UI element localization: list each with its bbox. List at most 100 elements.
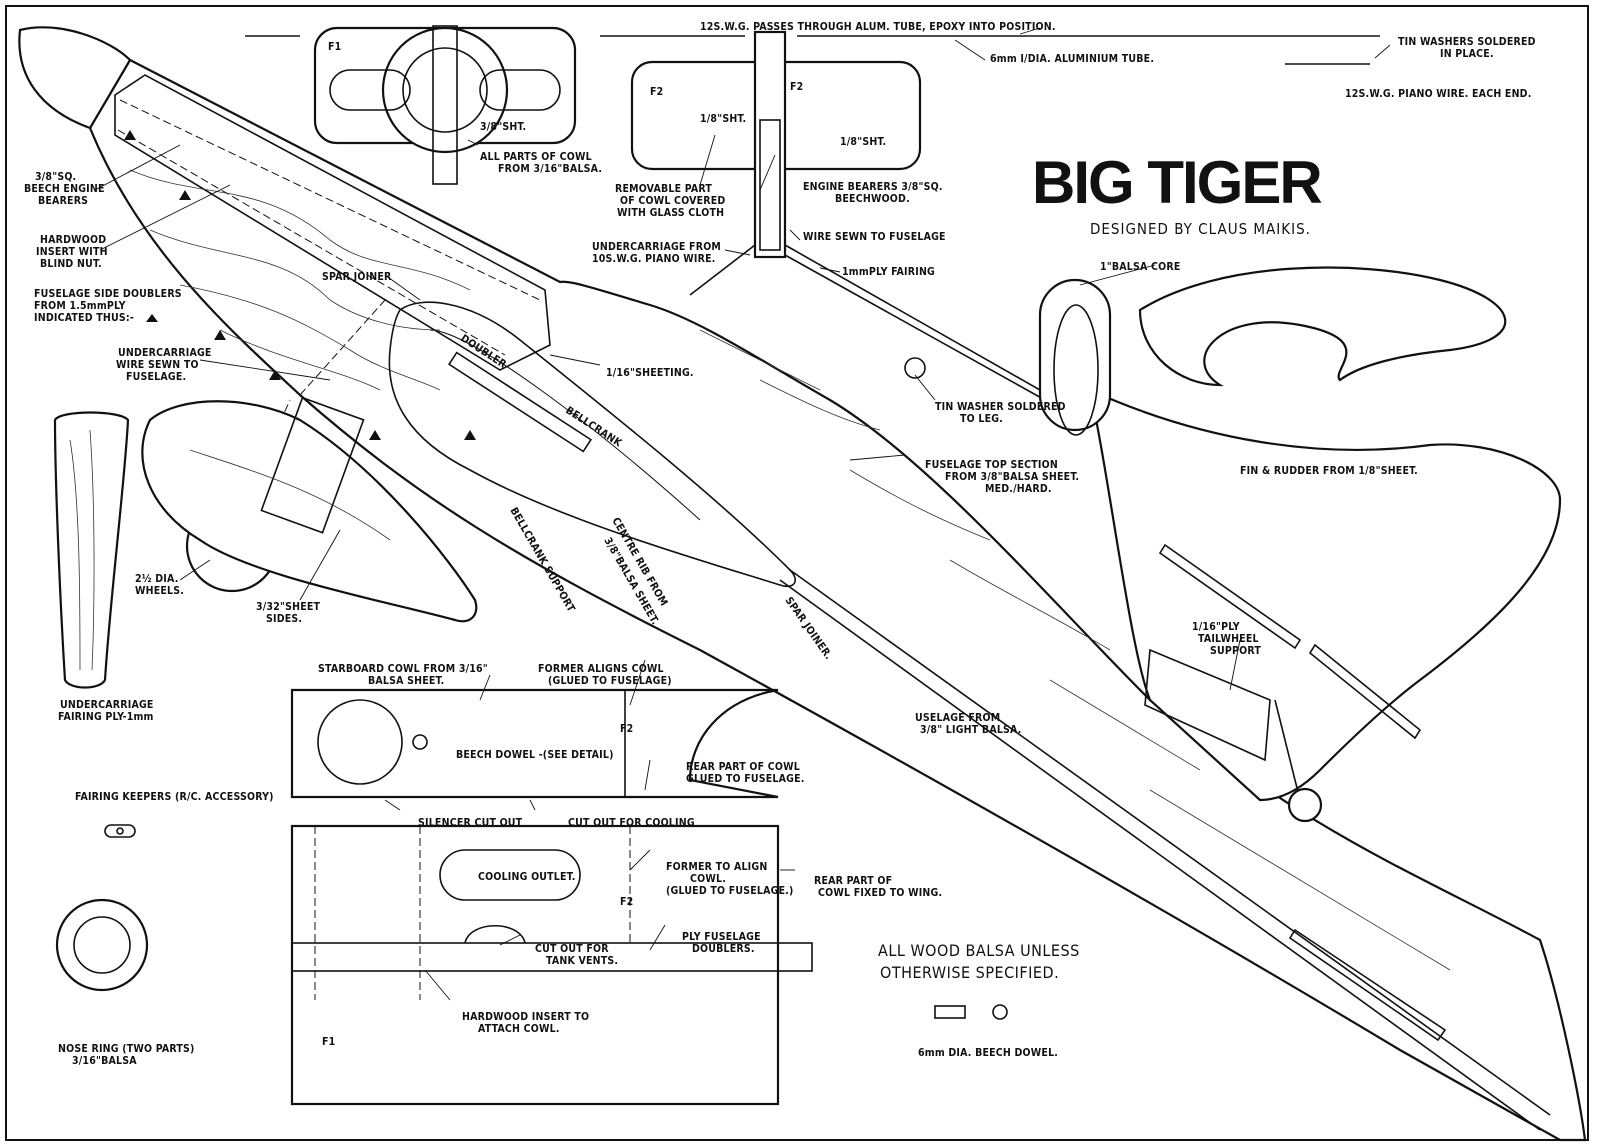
tin-washer-icon (904, 357, 926, 379)
label-hardwood-2: INSERT WITH (36, 246, 108, 258)
label-cowl-parts-2: FROM 3/16"BALSA. (498, 163, 602, 175)
sheet-border (5, 5, 1589, 1141)
label-ply-doublers-2: DOUBLERS. (692, 943, 755, 955)
label-nose-ring-1: NOSE RING (TWO PARTS) (58, 1043, 195, 1055)
designer-credit: DESIGNED BY CLAUS MAIKIS. (1090, 220, 1311, 238)
tailwheel-wire-detail (245, 35, 1380, 65)
label-tin-washer-leg-2: TO LEG. (960, 413, 1003, 425)
label-fuselage-balsa-2: 3/8" LIGHT BALSA. (920, 724, 1022, 736)
label-former-align2-3: (GLUED TO FUSELAGE.) (666, 885, 794, 897)
cowl-side-view (290, 688, 779, 799)
label-sheet-sides-2: SIDES. (266, 613, 302, 625)
fuselage-side-view (18, 26, 1587, 1142)
label-sheeting: 1/16"SHEETING. (606, 367, 694, 379)
f1-sheet-label: 3/8"SHT. (480, 121, 526, 133)
label-doublers-1: FUSELAGE SIDE DOUBLERS (34, 288, 182, 300)
label-hardwood-attach-1: HARDWOOD INSERT TO (462, 1011, 589, 1023)
leader-lines (94, 27, 1391, 1001)
label-top-section-3: MED./HARD. (985, 483, 1052, 495)
label-ply-doublers-1: PLY FUSELAGE (682, 931, 761, 943)
label-spar-joiner: SPAR JOINER (322, 271, 392, 283)
label-fairing-keepers: FAIRING KEEPERS (R/C. ACCESSORY) (75, 791, 274, 803)
wheel-pant (141, 396, 478, 623)
f2-label-right: F2 (790, 81, 803, 93)
label-silencer: SILENCER CUT OUT (418, 817, 523, 829)
label-former-aligns-1: FORMER ALIGNS COWL (538, 663, 664, 675)
label-uc-sewn-2: WIRE SEWN TO (116, 359, 199, 371)
label-cowl-parts-1: ALL PARTS OF COWL (480, 151, 592, 163)
label-starboard-cowl-1: STARBOARD COWL FROM 3/16" (318, 663, 488, 675)
former-f2: F2 F2 1/8"SHT. 1/8"SHT. (630, 30, 1046, 401)
top-cowl-f2-label: F2 (620, 896, 633, 908)
label-removable-2: OF COWL COVERED (620, 195, 725, 207)
label-tailwheel-3: SUPPORT (1210, 645, 1261, 657)
dowel-detail (934, 1004, 1008, 1020)
label-former-align2-1: FORMER TO ALIGN (666, 861, 767, 873)
label-rear-cowl-glued-2: GLUED TO FUSELAGE. (686, 773, 805, 785)
general-note-2: OTHERWISE SPECIFIED. (880, 963, 1059, 982)
label-former-align2-2: COWL. (690, 873, 726, 885)
label-hardwood-attach-2: ATTACH COWL. (478, 1023, 560, 1035)
cowl-f2-label: F2 (620, 723, 633, 735)
general-note-1: ALL WOOD BALSA UNLESS (878, 941, 1080, 960)
label-beech-bearers-3: BEARERS (38, 195, 88, 207)
label-hardwood-3: BLIND NUT. (40, 258, 102, 270)
label-engine-bearers-1: ENGINE BEARERS 3/8"SQ. (803, 181, 943, 193)
main-wheel-side (904, 278, 1112, 436)
label-dowel-detail: 6mm DIA. BEECH DOWEL. (918, 1047, 1058, 1059)
label-beech-dowel: BEECH DOWEL -(SEE DETAIL) (456, 749, 614, 761)
label-tin-washer-leg-1: TIN WASHER SOLDERED (935, 401, 1066, 413)
label-beech-bearers-1: 3/8"SQ. (35, 171, 76, 183)
former-f1: F1 3/8"SHT. (313, 25, 577, 185)
label-former-aligns-2: (GLUED TO FUSELAGE) (548, 675, 672, 687)
label-doublers-3: INDICATED THUS:- (34, 312, 134, 324)
doubler-triangle-icon (146, 314, 158, 322)
f2-sheet-left: 1/8"SHT. (700, 113, 746, 125)
label-engine-bearers-2: BEECHWOOD. (835, 193, 910, 205)
label-uc-fairing-2: FAIRING PLY-1mm (58, 711, 154, 723)
undercarriage-fairing (53, 411, 130, 689)
label-rear-cowl-wing-2: COWL FIXED TO WING. (818, 887, 942, 899)
label-ply-fairing: 1mmPLY FAIRING (842, 266, 935, 278)
nose-ring (55, 898, 149, 992)
label-tank-vents-2: TANK VENTS. (546, 955, 618, 967)
f2-sheet-right: 1/8"SHT. (840, 136, 886, 148)
label-wire-sewn: WIRE SEWN TO FUSELAGE (803, 231, 946, 243)
spinner-shape (18, 26, 132, 130)
label-tailwheel-1: 1/16"PLY (1192, 621, 1240, 633)
label-tank-vents-1: CUT OUT FOR (535, 943, 609, 955)
label-uc-fairing-1: UNDERCARRIAGE (60, 699, 154, 711)
label-cooling-outlet: COOLING OUTLET. (478, 871, 576, 883)
label-tin-washers-2: IN PLACE. (1440, 48, 1494, 60)
plan-title: BIG TIGER (1032, 149, 1322, 216)
label-balsa-core: 1"BALSA CORE (1100, 261, 1181, 273)
label-top-section-2: FROM 3/8"BALSA SHEET. (945, 471, 1079, 483)
fairing-keeper-icon (104, 824, 136, 838)
label-doublers-2: FROM 1.5mmPLY (34, 300, 126, 312)
label-removable-1: REMOVABLE PART (615, 183, 712, 195)
label-starboard-cowl-2: BALSA SHEET. (368, 675, 444, 687)
label-removable-3: WITH GLASS CLOTH (617, 207, 724, 219)
tailwheel (1287, 787, 1323, 823)
centre-rib (388, 301, 796, 588)
label-cooling-cutout: CUT OUT FOR COOLING (568, 817, 695, 829)
label-uc-wire-1: UNDERCARRIAGE FROM (592, 241, 721, 253)
label-rear-cowl-wing-1: REAR PART OF (814, 875, 892, 887)
label-uc-sewn-1: UNDERCARRIAGE (118, 347, 212, 359)
cowl-top-view (290, 824, 813, 1106)
balsa-core-crescent (1138, 266, 1507, 387)
label-hardwood-1: HARDWOOD (40, 234, 106, 246)
label-tailwheel-2: TAILWHEEL (1198, 633, 1259, 645)
top-cowl-f1-label: F1 (322, 1036, 335, 1048)
label-nose-ring-2: 3/16"BALSA (72, 1055, 137, 1067)
label-wheels-1: 2½ DIA. (135, 573, 179, 585)
label-fin-rudder: FIN & RUDDER FROM 1/8"SHEET. (1240, 465, 1418, 477)
beech-dowel-icon (412, 734, 428, 750)
label-alu-tube: 6mm I/DIA. ALUMINIUM TUBE. (990, 53, 1154, 65)
f1-label: F1 (328, 41, 341, 53)
label-top-section-1: FUSELAGE TOP SECTION (925, 459, 1058, 471)
label-tin-washers-1: TIN WASHERS SOLDERED (1398, 36, 1536, 48)
label-wire-passes: 12S.W.G. PASSES THROUGH ALUM. TUBE, EPOX… (700, 21, 1056, 33)
label-wheels-2: WHEELS. (135, 585, 184, 597)
